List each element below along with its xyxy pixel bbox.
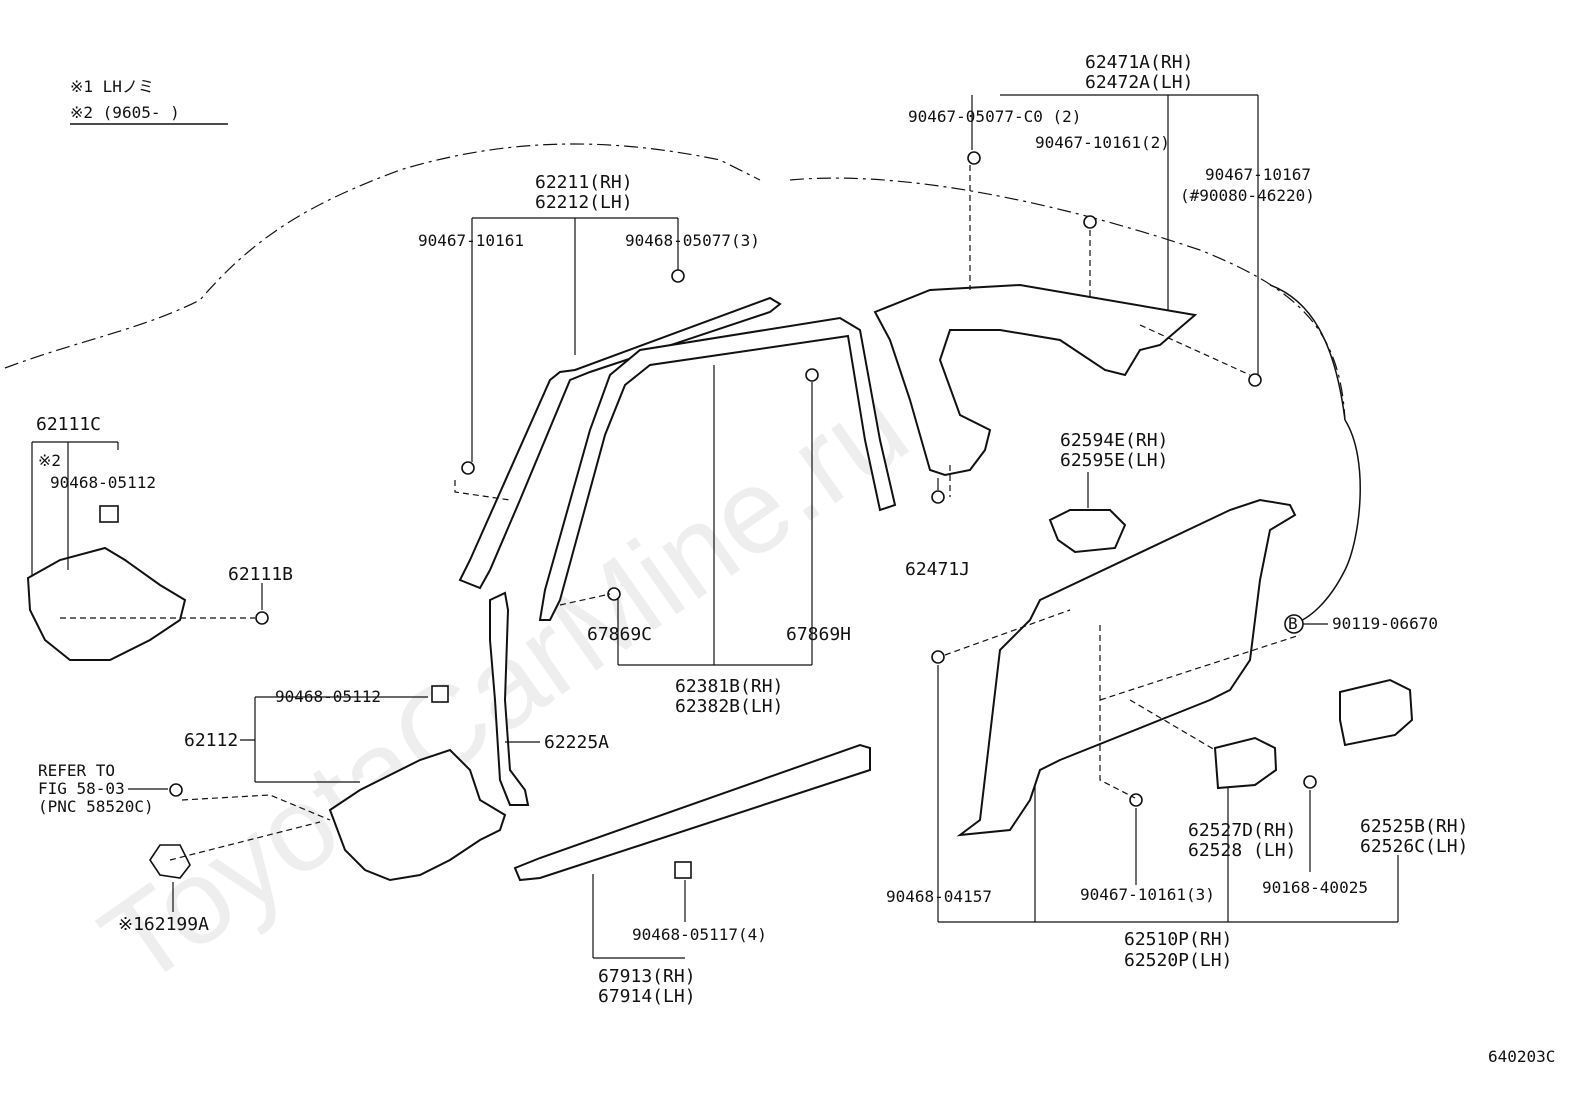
label-62525B: 62525B(RH) [1360, 816, 1468, 837]
label-62225A: 62225A [544, 732, 609, 753]
bracket-62211 [471, 217, 679, 462]
bracket-62381B [617, 365, 813, 666]
block-62525B [1339, 678, 1414, 747]
callout-90119 [1099, 634, 1301, 701]
label-62111C: 62111C [36, 414, 101, 435]
label-90467-10161-3: 90467-10161(3) [1080, 885, 1215, 904]
label-62211: 62211(RH) [535, 172, 633, 193]
label-62520P: 62520P(LH) [1124, 950, 1232, 971]
callout-62199A [169, 821, 321, 861]
label-refer-3: (PNC 58520C) [38, 797, 154, 816]
label-62382B: 62382B(LH) [675, 696, 783, 717]
callout-90467-10161 [454, 480, 511, 501]
label-67869H: 67869H [786, 624, 851, 645]
label-62595E: 62595E(LH) [1060, 450, 1168, 471]
label-90468-05112-b: 90468-05112 [275, 687, 381, 706]
label-62381B: 62381B(RH) [675, 676, 783, 697]
label-90468-04157: 90468-04157 [886, 887, 992, 906]
label-62199A: ※162199A [118, 914, 209, 935]
label-refer-1: REFER TO [38, 761, 115, 780]
label-62510P: 62510P(RH) [1124, 929, 1232, 950]
scuff-plate-67913 [513, 743, 871, 882]
label-62472A: 62472A(LH) [1085, 72, 1193, 93]
label-62111C-note: ※2 [38, 451, 61, 470]
weatherstrip-62225A [489, 591, 530, 806]
front-pillar-garnish-62211 [458, 296, 782, 590]
cowl-side-trim-62111C [26, 546, 187, 661]
clip-90467-10161 [461, 461, 475, 475]
label-marker-b: B [1288, 614, 1298, 633]
note-2: ※2 (9605- ) [70, 103, 180, 122]
bracket-62112 [240, 696, 428, 783]
clip-90467-10167 [1248, 373, 1262, 387]
label-90467-10167: 90467-10167 [1205, 165, 1311, 184]
clip-90467-05077 [967, 151, 981, 165]
callout-refer [181, 794, 331, 821]
label-62594E: 62594E(RH) [1060, 430, 1168, 451]
quarter-trim-panel-62510P [956, 498, 1297, 837]
label-62212: 62212(LH) [535, 192, 633, 213]
label-90119-06670: 90119-06670 [1332, 614, 1438, 633]
label-refer-2: FIG 58-03 [38, 779, 125, 798]
callout-90467-10167 [1139, 324, 1251, 376]
label-62527D: 62527D(RH) [1188, 820, 1296, 841]
marker-b [1284, 614, 1304, 634]
kick-panel-62112 [328, 748, 507, 882]
block-62527D [1213, 736, 1278, 790]
clip-62471J [931, 490, 945, 504]
door-opening-trim-62381B [538, 316, 897, 621]
clip-refer-58520C [169, 783, 183, 797]
clip-90468-05117 [674, 861, 692, 879]
label-62526C: 62526C(LH) [1360, 836, 1468, 857]
label-90468-05077: 90468-05077(3) [625, 231, 760, 250]
car-body-outline [4, 143, 761, 369]
clip-62111B [255, 611, 269, 625]
clip-62199A [149, 844, 191, 879]
label-62112: 62112 [184, 730, 238, 751]
label-62471A: 62471A(RH) [1085, 52, 1193, 73]
label-90468-05117: 90468-05117(4) [632, 925, 767, 944]
label-90467-10161: 90467-10161 [418, 231, 524, 250]
quarter-pillar-garnish-62471A [873, 283, 1198, 477]
bracket-62471A [971, 94, 1259, 375]
bracket-62510P [937, 665, 1399, 923]
cover-62594E [1048, 509, 1127, 554]
callout-90468-04157 [944, 609, 1071, 656]
label-90168-40025: 90168-40025 [1262, 878, 1368, 897]
car-rear-roofline [1269, 284, 1346, 421]
note-1: ※1 LHノミ [70, 77, 154, 96]
bracket-62111C [31, 441, 119, 575]
label-62528: 62528 (LH) [1188, 840, 1296, 861]
clip-90467-10161-2 [1083, 215, 1097, 229]
clip-67869C [607, 587, 621, 601]
label-62111B: 62111B [228, 564, 293, 585]
clip-90468-05077 [671, 269, 685, 283]
clip-90468-05112-b [431, 685, 449, 703]
callout-67869C [559, 593, 611, 606]
label-90080-46220: (#90080-46220) [1180, 186, 1315, 205]
clip-90168-40025 [1303, 775, 1317, 789]
label-67913: 67913(RH) [598, 966, 696, 987]
label-67869C: 67869C [587, 624, 652, 645]
label-90467-10161-2: 90467-10161(2) [1035, 133, 1170, 152]
label-67914: 67914(LH) [598, 986, 696, 1007]
callout-90467-10161-3 [1099, 625, 1136, 799]
label-90467-05077: 90467-05077-C0 (2) [908, 107, 1081, 126]
car-rear-bumper [1289, 419, 1361, 626]
label-90468-05112-a: 90468-05112 [50, 473, 156, 492]
callout-62527D [1129, 699, 1216, 751]
clip-90468-05112-a [99, 505, 119, 523]
label-62471J: 62471J [905, 559, 970, 580]
clip-67869H [805, 368, 819, 382]
bracket-67913 [592, 874, 686, 959]
clip-90468-04157 [931, 650, 945, 664]
diagram-id: 640203C [1488, 1047, 1555, 1066]
